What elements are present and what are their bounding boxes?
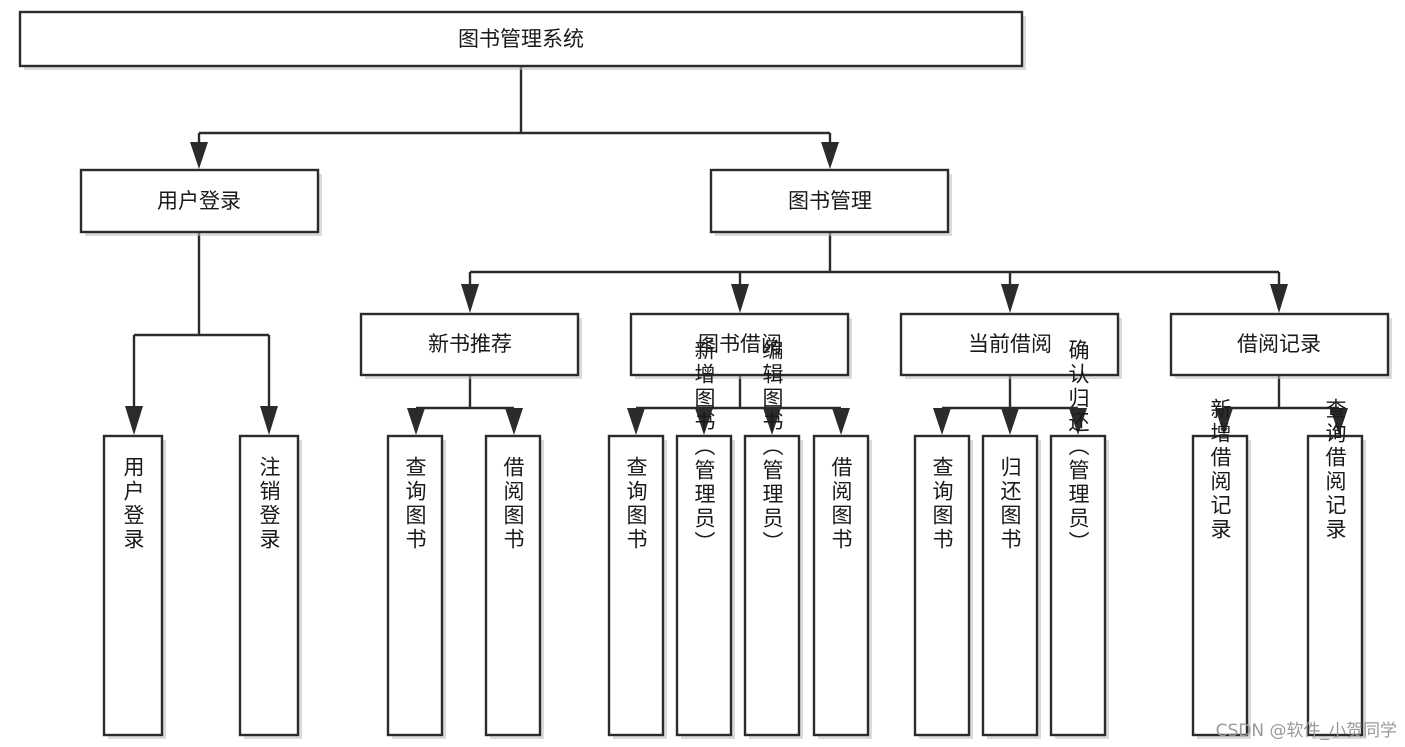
arrow-to-user-login	[190, 142, 208, 169]
node-leaf-query-book-3[interactable]: 查询图书	[913, 434, 973, 739]
node-leaf-query-record[interactable]: 查询借阅记录	[1306, 398, 1366, 739]
node-leaf-edit-book[interactable]: 编辑图书（管理员）	[743, 339, 803, 739]
leaf-return-book-box	[981, 434, 1039, 737]
node-book-borrow[interactable]: 图书借阅	[629, 312, 852, 379]
leaf-query-record-box	[1306, 434, 1364, 737]
csdn-watermark: CSDN @软件_小贺同学	[1215, 721, 1397, 741]
leaf-edit-book-box	[743, 434, 801, 737]
edge-layer	[125, 66, 1348, 435]
leaf-query-book-1-box	[386, 434, 444, 737]
arrow-to-current-borrow	[1001, 284, 1019, 313]
node-user-login[interactable]: 用户登录	[79, 168, 322, 236]
user-login-box	[79, 168, 320, 234]
leaf-query-book-2-label: 查询图书	[624, 456, 648, 552]
leaf-add-book-label: 新增图书（管理员）	[692, 339, 716, 555]
arrow-to-leaf-borrow-book-2	[832, 408, 850, 435]
node-leaf-logout-login[interactable]: 注销登录	[238, 434, 302, 739]
arrow-to-leaf-add-record	[1215, 408, 1233, 435]
new-book-recommend-box	[359, 312, 580, 377]
node-leaf-query-book-1[interactable]: 查询图书	[386, 434, 446, 739]
leaf-logout-login-box	[238, 434, 300, 737]
node-leaf-add-record[interactable]: 新增借阅记录	[1191, 398, 1251, 739]
arrow-to-leaf-logout-login	[260, 406, 278, 435]
arrow-to-leaf-user-login	[125, 406, 143, 435]
leaf-user-login-label: 用户登录	[121, 456, 145, 552]
current-borrow-label: 当前借阅	[968, 332, 1052, 356]
node-leaf-confirm-return[interactable]: 确认归还（管理员）	[1049, 339, 1109, 739]
leaf-confirm-return-box	[1049, 434, 1107, 737]
leaf-logout-login-label: 注销登录	[257, 456, 281, 552]
node-leaf-borrow-book-2[interactable]: 借阅图书	[812, 434, 872, 739]
leaf-add-record-label: 新增借阅记录	[1208, 398, 1232, 542]
borrow-record-label: 借阅记录	[1237, 332, 1321, 356]
arrow-to-leaf-add-book	[695, 408, 713, 435]
node-leaf-user-login[interactable]: 用户登录	[102, 434, 166, 739]
leaf-query-book-1-label: 查询图书	[403, 456, 427, 552]
leaf-query-book-2-box	[607, 434, 665, 737]
node-leaf-return-book[interactable]: 归还图书	[981, 434, 1041, 739]
leaf-add-book-box	[675, 434, 733, 737]
leaf-query-book-3-box	[913, 434, 971, 737]
book-borrow-label: 图书借阅	[698, 332, 782, 356]
arrow-to-borrow-record	[1270, 284, 1288, 313]
borrow-record-box	[1169, 312, 1390, 377]
node-book-management[interactable]: 图书管理	[709, 168, 952, 236]
leaf-add-record-box	[1191, 434, 1249, 737]
node-leaf-borrow-book-1[interactable]: 借阅图书	[484, 434, 544, 739]
leaf-query-record-label: 查询借阅记录	[1323, 398, 1347, 542]
root-label: 图书管理系统	[458, 27, 584, 51]
arrow-to-leaf-query-book-1	[407, 408, 425, 435]
book-borrow-box	[629, 312, 850, 377]
arrow-to-leaf-query-book-3	[933, 408, 951, 435]
arrow-to-leaf-edit-book	[763, 408, 781, 435]
leaf-confirm-return-label: 确认归还（管理员）	[1066, 339, 1090, 555]
node-root[interactable]: 图书管理系统	[18, 10, 1026, 70]
arrow-to-leaf-return-book	[1001, 408, 1019, 435]
arrow-to-leaf-query-record	[1330, 408, 1348, 435]
node-new-book-recommend[interactable]: 新书推荐	[359, 312, 582, 379]
leaf-query-book-3-label: 查询图书	[930, 456, 954, 552]
arrow-to-book-borrow	[731, 284, 749, 313]
leaf-borrow-book-1-box	[484, 434, 542, 737]
book-management-box	[709, 168, 950, 234]
current-borrow-box	[899, 312, 1120, 377]
leaf-borrow-book-2-box	[812, 434, 870, 737]
arrow-to-leaf-borrow-book-1	[505, 408, 523, 435]
arrow-to-new-book-recommend	[461, 284, 479, 313]
book-management-label: 图书管理	[788, 189, 872, 213]
leaf-user-login-box	[102, 434, 164, 737]
node-leaf-query-book-2[interactable]: 查询图书	[607, 434, 667, 739]
leaf-borrow-book-2-label: 借阅图书	[829, 456, 853, 552]
arrow-to-leaf-query-book-2	[627, 408, 645, 435]
leaf-return-book-label: 归还图书	[998, 456, 1022, 552]
user-login-label: 用户登录	[157, 189, 241, 213]
node-leaf-add-book[interactable]: 新增图书（管理员）	[675, 339, 735, 739]
new-book-recommend-label: 新书推荐	[428, 332, 512, 356]
leaf-edit-book-label: 编辑图书（管理员）	[760, 339, 784, 555]
node-current-borrow[interactable]: 当前借阅	[899, 312, 1122, 379]
arrow-to-book-management	[821, 142, 839, 169]
arrow-to-leaf-confirm-return	[1069, 408, 1087, 435]
leaf-borrow-book-1-label: 借阅图书	[501, 456, 525, 552]
node-borrow-record[interactable]: 借阅记录	[1169, 312, 1392, 379]
root-box	[18, 10, 1024, 68]
